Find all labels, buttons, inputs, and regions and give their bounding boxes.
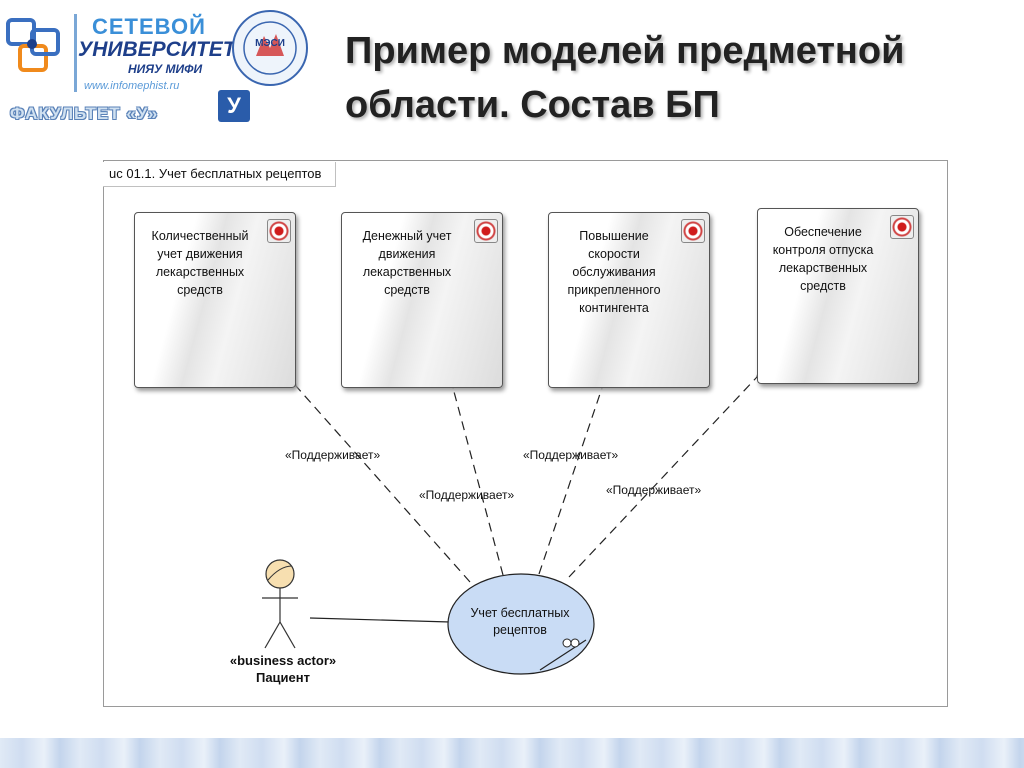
business-actor-icon [262, 559, 298, 649]
goal-box-3: Повышение скорости обслуживания прикрепл… [548, 212, 710, 388]
goal-text: Обеспечение контроля отпуска лекарственн… [772, 225, 874, 293]
goal-target-icon [474, 219, 498, 243]
goal-box-2: Денежный учет движения лекарственных сре… [341, 212, 503, 388]
logo-line1: СЕТЕВОЙ [92, 14, 206, 39]
university-logo: СЕТЕВОЙ УНИВЕРСИТЕТ НИЯУ МИФИ www.infome… [0, 0, 320, 130]
bottom-decorative-strip [0, 738, 1024, 768]
logo-line3: НИЯУ МИФИ [128, 62, 203, 76]
goal-box-1: Количественный учет движения лекарственн… [134, 212, 296, 388]
relation-label-1: «Поддерживает» [285, 448, 381, 462]
relation-label-4: «Поддерживает» [606, 483, 702, 497]
logo-divider [74, 14, 77, 92]
goal-target-icon [890, 215, 914, 239]
relation-line-3 [538, 388, 602, 575]
goal-text: Повышение скорости обслуживания прикрепл… [567, 229, 661, 315]
goal-target-icon [681, 219, 705, 243]
university-seal-icon: МЭСИ [232, 10, 308, 86]
relation-label-3: «Поддерживает» [523, 448, 619, 462]
goal-text: Денежный учет движения лекарственных сре… [362, 229, 452, 297]
actor-label: «business actor» Пациент [208, 652, 358, 686]
use-case-ellipse [447, 573, 595, 675]
actor-stereotype: «business actor» [229, 653, 337, 668]
relation-line-1 [296, 386, 471, 583]
faculty-label: ФАКУЛЬТЕТ «У» [10, 104, 159, 123]
relation-line-4 [568, 377, 757, 578]
diagram-frame-label: uc 01.1. Учет бесплатных рецептов [103, 162, 337, 187]
goal-box-4: Обеспечение контроля отпуска лекарственн… [757, 208, 919, 384]
logo-url: www.infomephist.ru [84, 80, 180, 92]
goal-text: Количественный учет движения лекарственн… [151, 229, 249, 297]
faculty-u-logo: У [218, 90, 250, 122]
network-cubes-icon [6, 18, 60, 72]
svg-text:МЭСИ: МЭСИ [255, 38, 285, 49]
seal-emblem-icon: МЭСИ [243, 21, 297, 75]
logo-line2: УНИВЕРСИТЕТ [78, 38, 236, 61]
relation-label-2: «Поддерживает» [419, 488, 515, 502]
use-case-label: Учет бесплатных рецептов [470, 606, 570, 637]
goal-target-icon [267, 219, 291, 243]
relation-line-2 [453, 388, 504, 576]
page-title: Пример моделей предметной области. Соста… [345, 30, 905, 126]
actor-association-line [309, 617, 451, 623]
actor-name: Пациент [255, 670, 310, 685]
